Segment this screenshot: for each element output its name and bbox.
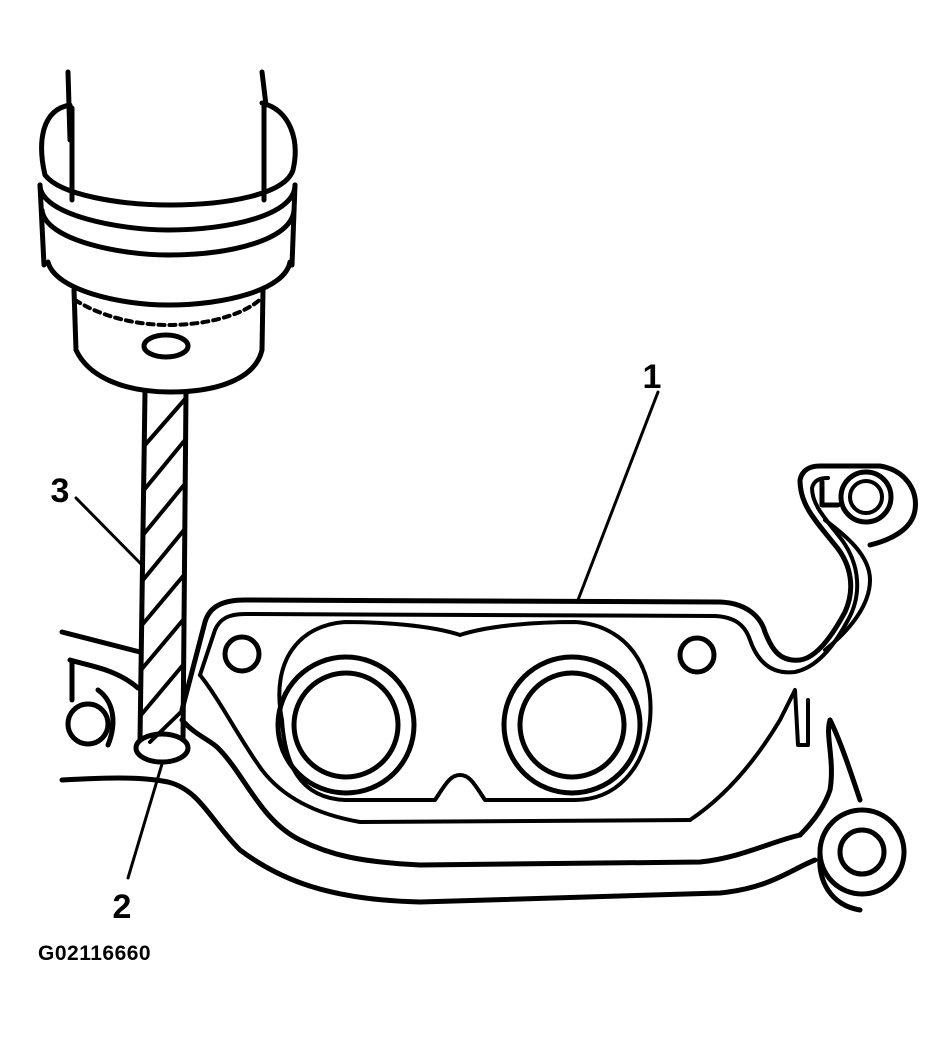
drill-bit <box>137 389 189 744</box>
drilled-hole <box>133 731 191 765</box>
cylinder-head-casting <box>59 629 818 905</box>
callout-3-drill-bit: 3 <box>51 472 70 510</box>
leader-lines <box>74 390 660 880</box>
callout-2-hole: 2 <box>113 888 132 926</box>
gasket <box>179 463 918 913</box>
drill-chuck <box>37 69 298 395</box>
callout-1-gasket: 1 <box>643 358 662 396</box>
figure-id: G02116660 <box>38 942 152 965</box>
